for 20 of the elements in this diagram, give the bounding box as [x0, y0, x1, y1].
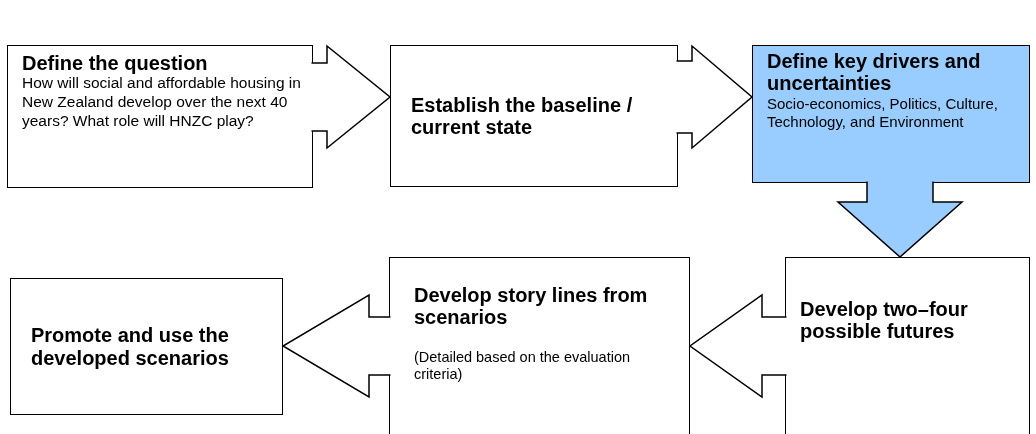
step-description: Socio-economics, Politics, Culture, Technology, and Environment	[767, 94, 999, 131]
process-box	[7, 45, 313, 188]
block-arrow	[310, 44, 392, 150]
step-heading: Develop story lines from scenarios	[414, 284, 649, 329]
block-arrow	[688, 293, 788, 399]
step-heading: Develop two–four possible futures	[800, 298, 969, 343]
block-arrow	[675, 44, 754, 150]
step-description: (Detailed based on the evaluation criteria)	[414, 348, 632, 384]
process-box	[389, 257, 690, 434]
process-box	[785, 257, 1030, 434]
step-heading: Define key drivers and uncertainties	[767, 50, 982, 95]
process-box	[10, 278, 283, 415]
process-box	[752, 45, 1030, 183]
step-heading: Promote and use the developed scenarios	[31, 324, 230, 369]
block-arrow	[281, 293, 392, 399]
process-box	[390, 45, 678, 187]
block-arrow	[836, 180, 964, 258]
step-heading: Establish the baseline / current state	[411, 93, 634, 139]
step-heading: Define the question	[22, 52, 209, 75]
step-description: How will social and affordable housing in New Zealand develop over the next 40 years? What role will HNZC play?	[22, 74, 302, 131]
